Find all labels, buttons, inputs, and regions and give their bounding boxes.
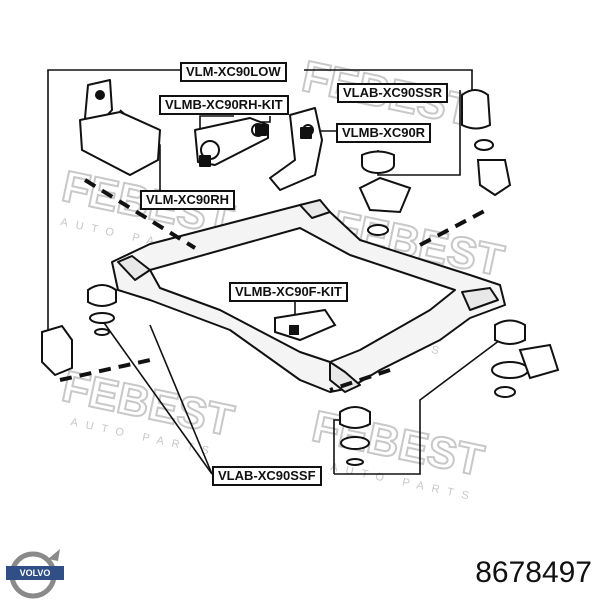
bushing-ssf-center	[339, 406, 371, 466]
torque-rod-r	[269, 107, 323, 191]
engine-mount-low-block	[41, 324, 73, 377]
bushing-ssf-left	[87, 284, 117, 336]
bushing-ssf-right	[491, 319, 560, 398]
bushing-ssr	[358, 150, 412, 236]
torque-rod-rh	[194, 117, 269, 167]
label-vlm-xc90rh: VLM-XC90RH	[140, 190, 236, 210]
label-vlab-xc90ssf: VLAB-XC90SSF	[212, 466, 322, 486]
mount-bracket-front	[274, 308, 337, 342]
label-vlmb-xc90r: VLMB-XC90R	[336, 123, 432, 143]
label-vlab-xc90ssr: VLAB-XC90SSR	[337, 83, 448, 103]
label-vlmb-xc90rh-kit: VLMB-XC90RH-KIT	[159, 95, 289, 115]
label-vlm-xc90low: VLM-XC90LOW	[180, 62, 287, 82]
part-number: 8678497	[475, 556, 592, 589]
volvo-logo: VOLVO	[6, 545, 64, 603]
guide-lines	[59, 178, 491, 392]
label-vlmb-xc90f-kit: VLMB-XC90F-KIT	[229, 282, 348, 302]
engine-mount-low	[461, 89, 512, 197]
engine-mount-rh	[79, 79, 161, 176]
volvo-logo-text: VOLVO	[6, 566, 64, 580]
